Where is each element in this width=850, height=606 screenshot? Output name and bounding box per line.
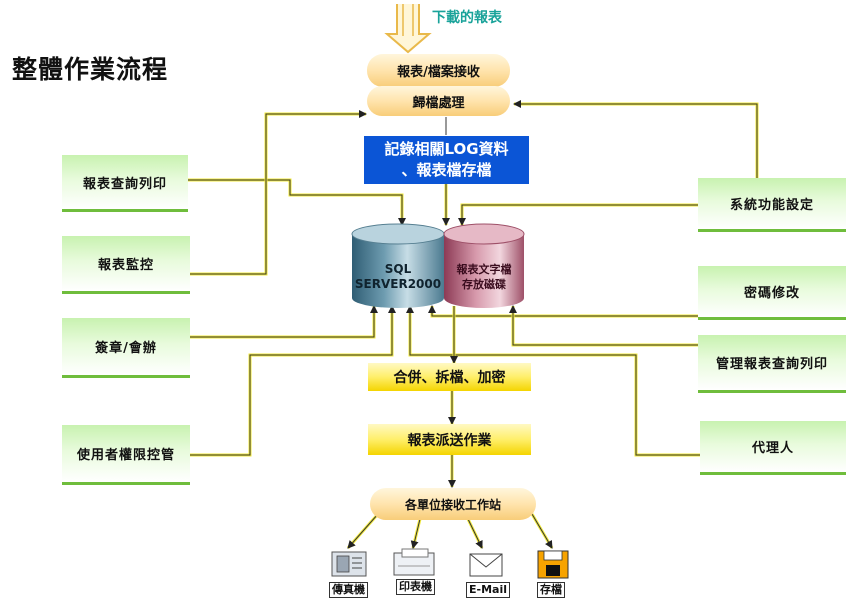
fax-icon — [331, 551, 367, 577]
report-disk-label: 報表文字檔 存放磁碟 — [444, 262, 524, 292]
report-dispatch-label: 報表派送作業 — [407, 432, 492, 449]
archive-step: 歸檔處理 — [367, 86, 510, 116]
module-password-change-label: 密碼修改 — [743, 286, 800, 301]
email-icon — [469, 553, 503, 577]
module-system-settings: 系統功能設定 — [698, 178, 846, 232]
receiving-stations-label: 各單位接收工作站 — [404, 497, 501, 512]
module-proxy-agent-label: 代理人 — [751, 441, 794, 456]
module-report-monitor-label: 報表監控 — [97, 258, 154, 273]
module-password-change: 密碼修改 — [698, 266, 846, 320]
sql-server-label: SQL SERVER2000 — [352, 262, 444, 292]
module-report-monitor: 報表監控 — [62, 236, 190, 294]
output-fax-label: 傳真機 — [329, 582, 368, 598]
output-email-label: E-Mail — [466, 582, 510, 598]
module-user-permission: 使用者權限控管 — [62, 425, 190, 485]
receiving-stations-step: 各單位接收工作站 — [370, 488, 536, 520]
sql-server-label-line1: SQL — [384, 262, 412, 276]
sql-server-database — [351, 223, 445, 308]
save-disk-icon — [537, 550, 569, 579]
module-sign-approval: 簽章/會辦 — [62, 318, 190, 378]
merge-split-encrypt-step: 合併、拆檔、加密 — [368, 363, 531, 391]
log-record-step: 記錄相關LOG資料 、報表檔存檔 — [364, 136, 529, 184]
incoming-arrow — [384, 4, 432, 54]
page-title: 整體作業流程 — [12, 55, 169, 84]
report-dispatch-step: 報表派送作業 — [368, 424, 531, 455]
module-proxy-agent: 代理人 — [700, 421, 846, 475]
output-save-label: 存檔 — [537, 582, 565, 598]
report-disk-storage — [443, 223, 525, 308]
output-printer-label: 印表機 — [396, 579, 435, 595]
module-admin-report-query-label: 管理報表查詢列印 — [715, 357, 828, 372]
module-user-permission-label: 使用者權限控管 — [76, 448, 175, 463]
module-admin-report-query: 管理報表查詢列印 — [698, 335, 846, 393]
sql-server-label-line2: SERVER2000 — [354, 277, 442, 291]
module-system-settings-label: 系統功能設定 — [729, 198, 814, 213]
incoming-reports-label: 下載的報表 — [432, 10, 502, 26]
report-disk-label-line2: 存放磁碟 — [462, 278, 506, 291]
log-record-line1: 記錄相關LOG資料 — [384, 140, 509, 158]
archive-step-label: 歸檔處理 — [412, 95, 465, 111]
module-report-query-print-label: 報表查詢列印 — [82, 176, 167, 192]
log-record-line2: 、報表檔存檔 — [401, 161, 492, 179]
printer-icon — [393, 548, 435, 576]
module-report-query-print: 報表查詢列印 — [62, 155, 188, 212]
receive-step: 報表/檔案接收 — [367, 54, 510, 87]
report-disk-label-line1: 報表文字檔 — [456, 263, 512, 276]
merge-split-encrypt-label: 合併、拆檔、加密 — [393, 370, 506, 386]
connector-lines — [188, 100, 759, 549]
receive-step-label: 報表/檔案接收 — [397, 65, 480, 80]
module-sign-approval-label: 簽章/會辦 — [95, 341, 157, 356]
